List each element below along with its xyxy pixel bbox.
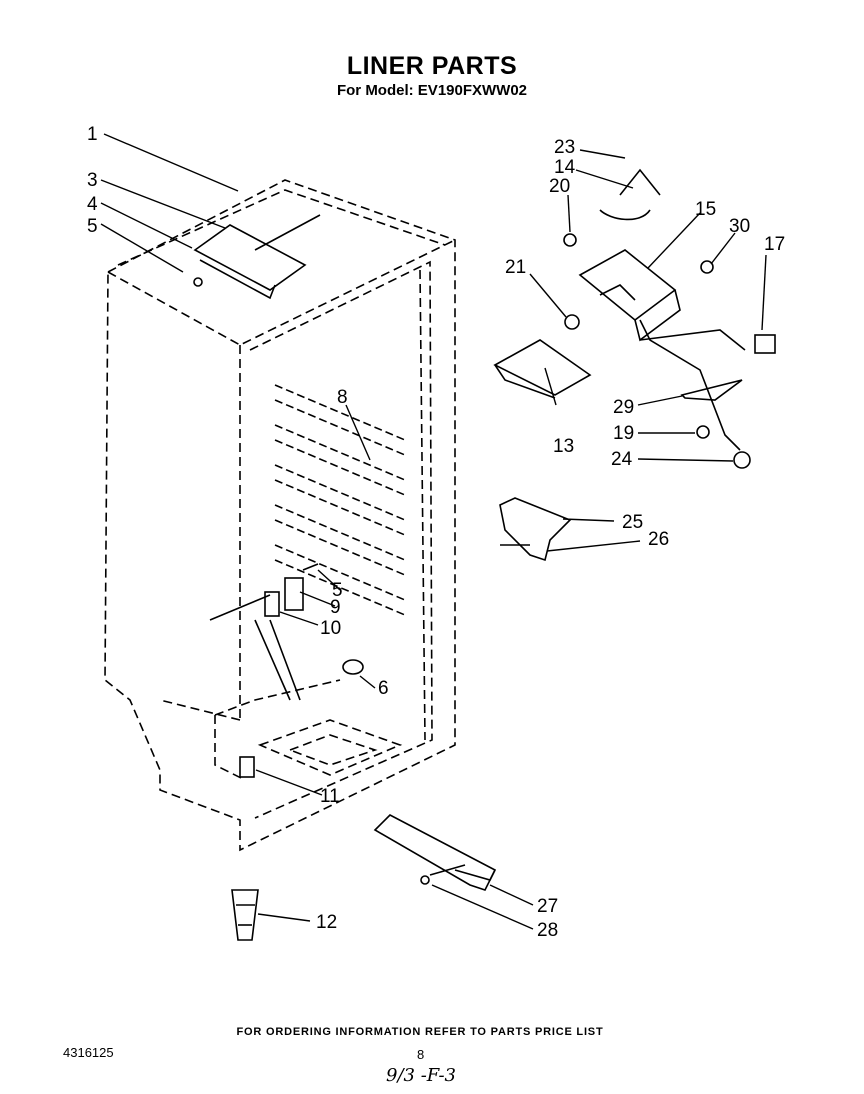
callout-17: 17	[764, 234, 785, 255]
callout-21: 21	[505, 257, 526, 278]
leader-lines	[100, 133, 767, 930]
callout-26: 26	[648, 529, 669, 550]
cabinet-liner	[104, 179, 456, 852]
bracket-part	[499, 497, 572, 562]
callout-25: 25	[622, 512, 643, 533]
callout-12: 12	[316, 912, 337, 933]
callout-24: 24	[611, 449, 633, 470]
callout-11: 11	[320, 786, 340, 807]
callout-29: 29	[613, 397, 634, 418]
callout-4: 4	[87, 194, 98, 215]
callout-5-top: 5	[87, 216, 98, 237]
callout-20: 20	[549, 176, 570, 197]
callout-5-mid: 5	[332, 580, 343, 601]
leveler-parts	[231, 756, 259, 941]
model-subtitle: For Model: EV190FXWW02	[336, 82, 528, 99]
callout-1: 1	[87, 124, 98, 145]
top-cover-part	[193, 214, 321, 300]
control-assembly	[493, 168, 776, 469]
callout-6: 6	[378, 678, 389, 699]
callout-10: 10	[320, 618, 341, 639]
callout-labels: 1 3 4 5 23 14 20 15 30 17 21 13 29 19 24…	[87, 124, 785, 941]
callout-27: 27	[537, 896, 558, 917]
callout-28: 28	[537, 920, 558, 941]
page-title: LINER PARTS	[346, 52, 518, 80]
callout-19: 19	[613, 423, 634, 444]
hinge-parts	[209, 563, 319, 701]
callout-8: 8	[337, 387, 348, 408]
callout-30: 30	[729, 216, 750, 237]
ordering-info-note: FOR ORDERING INFORMATION REFER TO PARTS …	[236, 1026, 604, 1038]
callout-15: 15	[695, 199, 716, 220]
page-number: 8	[417, 1047, 425, 1062]
document-number: 4316125	[63, 1045, 114, 1060]
handwritten-note: 9/3 -F-3	[386, 1065, 456, 1086]
grommet-part	[342, 659, 364, 675]
callout-9: 9	[330, 597, 341, 618]
callout-13: 13	[553, 436, 574, 457]
bottom-rail-part	[373, 814, 497, 891]
callout-3: 3	[87, 170, 98, 191]
callout-14: 14	[554, 157, 576, 178]
callout-23: 23	[554, 137, 575, 158]
